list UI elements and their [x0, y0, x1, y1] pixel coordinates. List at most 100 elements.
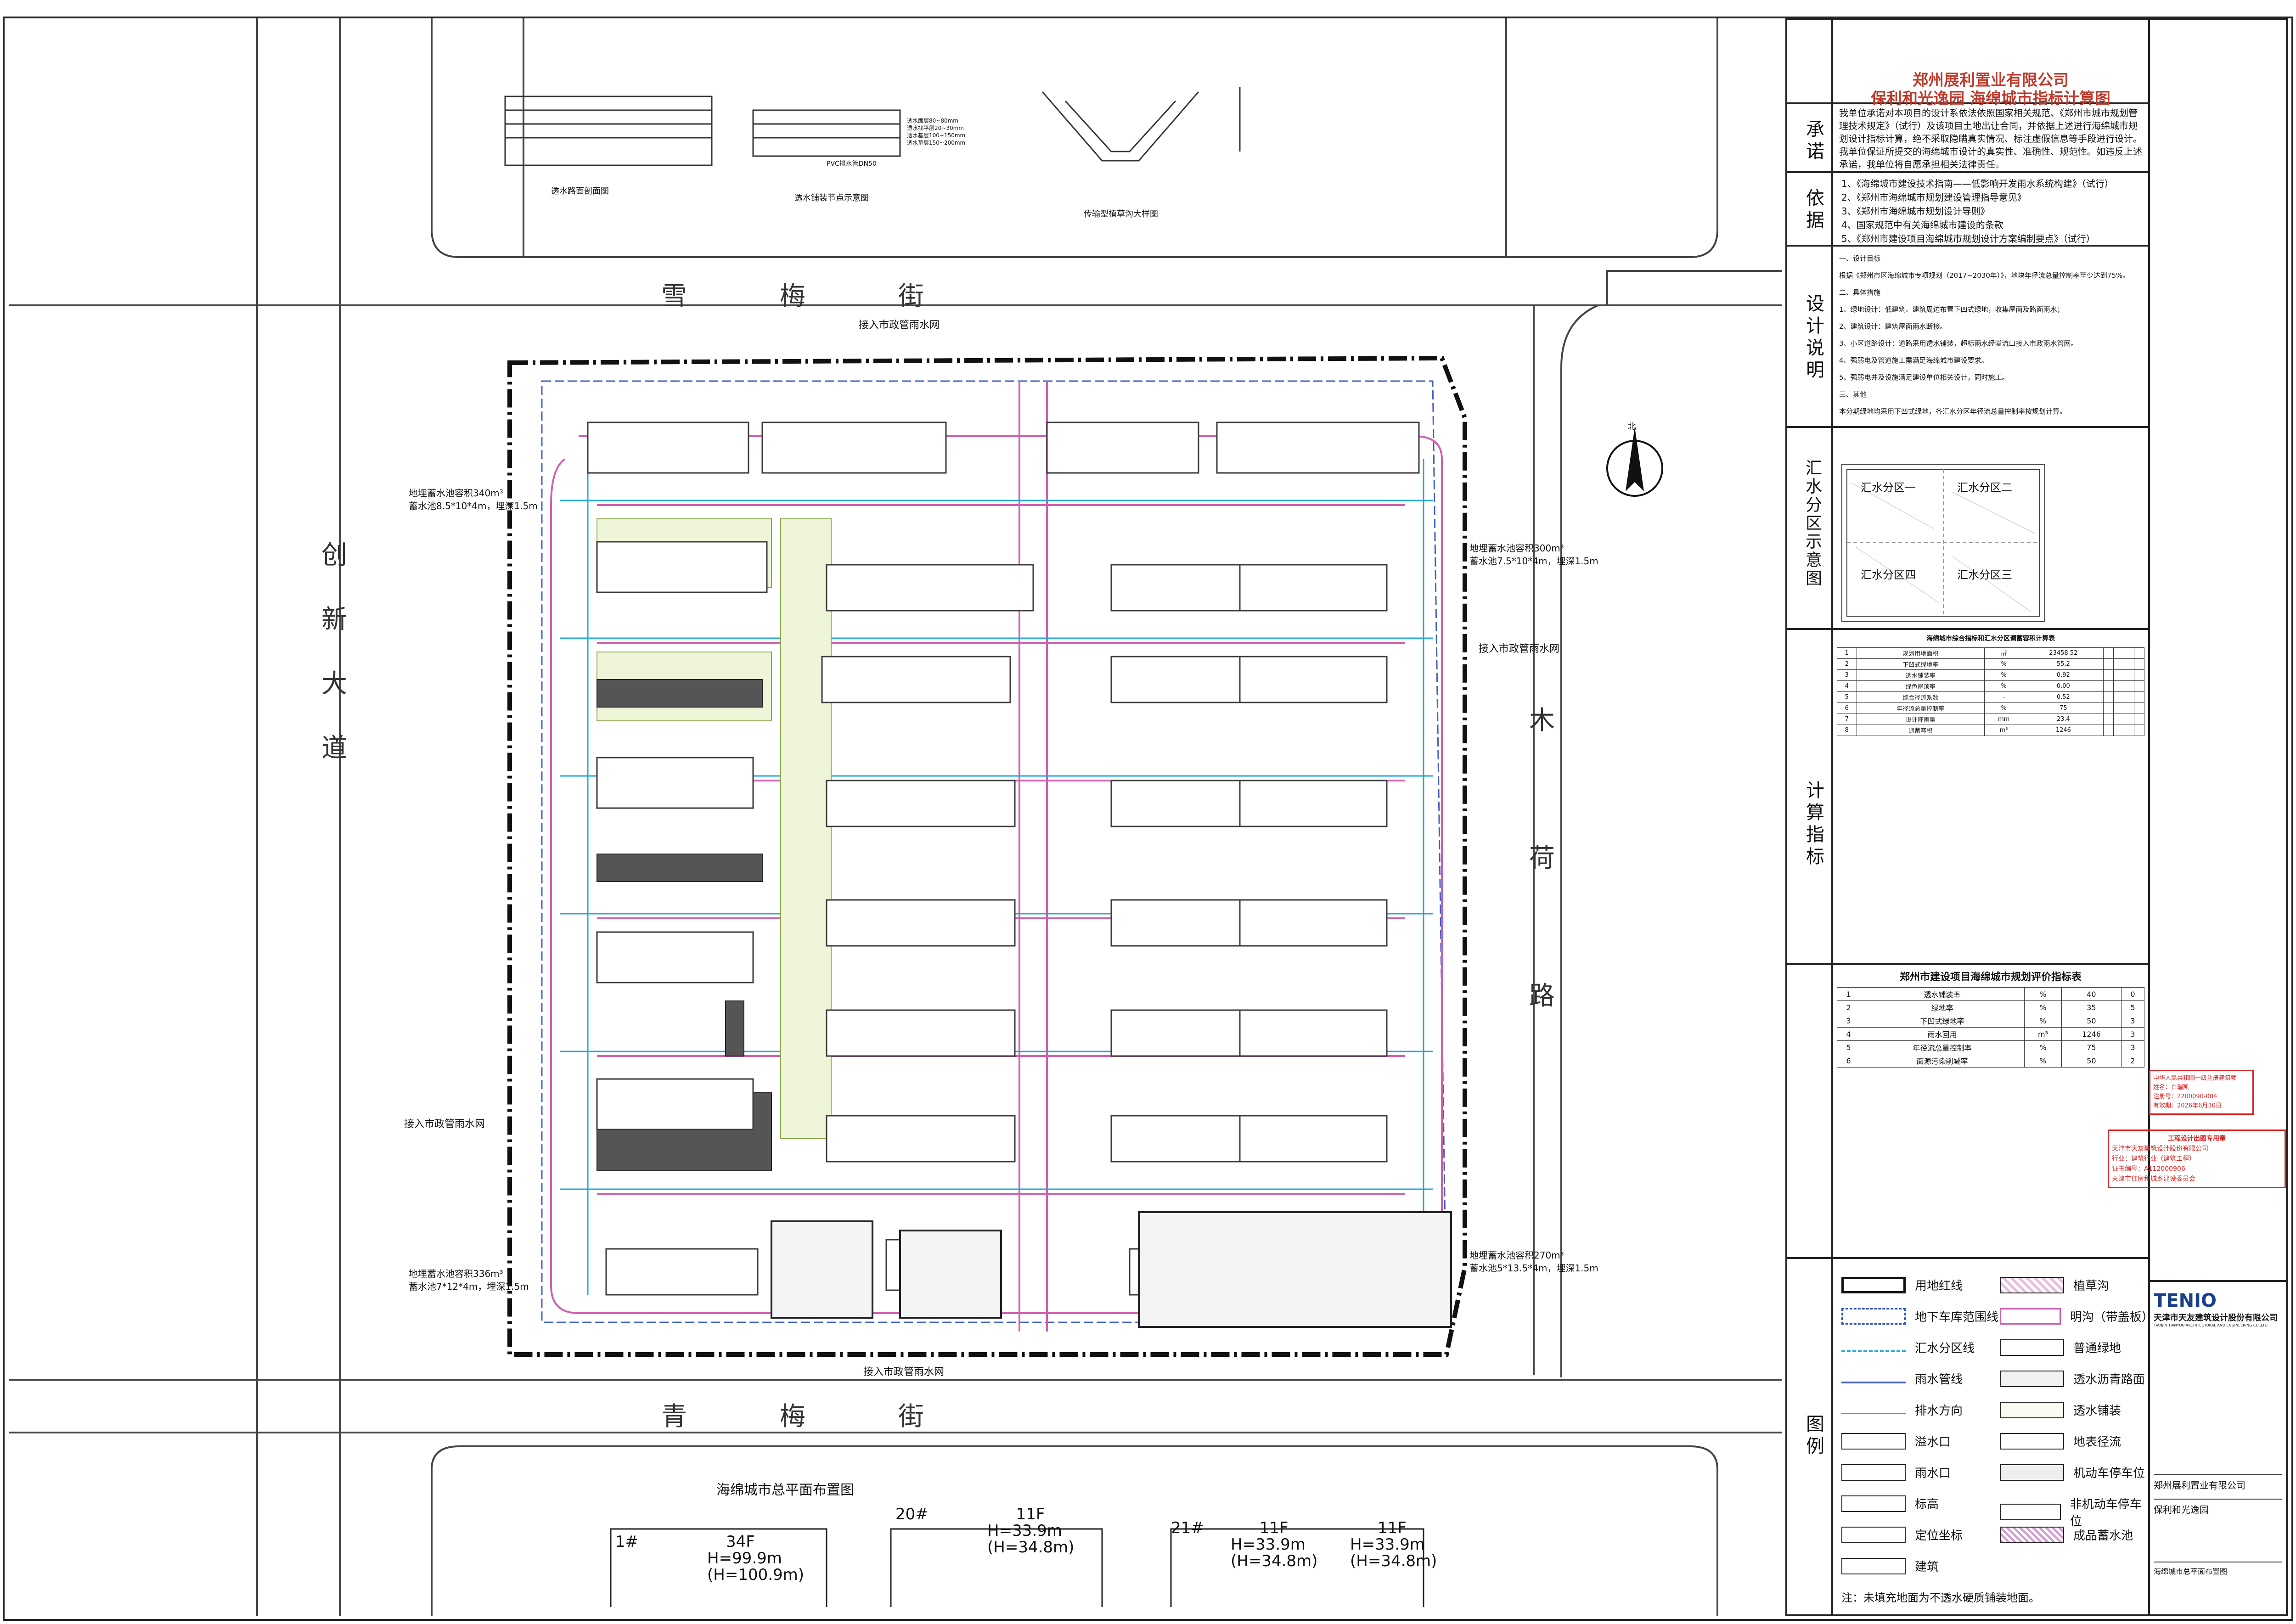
elevation-tag: 21#	[1171, 1519, 1204, 1537]
table-cell: 绿地率	[1860, 1000, 2025, 1014]
table-cell	[2133, 647, 2145, 659]
channel-icon	[2000, 1308, 2061, 1325]
elevation-height: H=33.9m	[1231, 1535, 1306, 1554]
layer-item: 透水基层100~150mm	[907, 132, 966, 139]
design-text: 一、设计目标 根据《郑州市区海绵城市专项规划（2017~2030年）》，地块年径…	[1839, 250, 2144, 420]
level-icon	[1841, 1495, 1906, 1512]
pvc-label: PVC排水管DN50	[827, 160, 877, 168]
table-cell: 年径流总量控制率	[1856, 702, 1985, 714]
table-cell	[2133, 702, 2145, 714]
table-cell: %	[2024, 1000, 2062, 1014]
legend-text: 透水沥青路面	[2073, 1373, 2145, 1387]
table-cell: 4	[1837, 680, 1857, 692]
swale-title: 传输型植草沟大样图	[1084, 209, 1158, 219]
table-cell: mm	[1984, 714, 2024, 725]
legend-item: 排水方向	[1841, 1401, 1963, 1418]
legend-item: 机动车停车位	[2000, 1464, 2145, 1481]
table-cell	[2123, 669, 2134, 681]
table-cell: 75	[2061, 1040, 2122, 1054]
table-cell: %	[1984, 680, 2024, 692]
design-label: 设计说明	[1803, 294, 1824, 382]
stamp-line: 中华人民共和国一级注册建筑师	[2153, 1075, 2237, 1082]
elevation-height-alt: (H=34.8m)	[1350, 1552, 1437, 1570]
table-cell: 透水铺装率	[1856, 669, 1985, 681]
table-cell: 5	[1837, 691, 1857, 703]
pipe-label: 接入市政管雨水网	[859, 320, 940, 331]
table-cell: 3	[1836, 1014, 1861, 1028]
table-cell: %	[2024, 1040, 2062, 1054]
street-north: 雪 梅 街	[661, 281, 938, 311]
tank-icon	[2000, 1526, 2064, 1543]
table-cell: 0.00	[2023, 680, 2104, 692]
table-cell: 2	[2121, 1054, 2145, 1068]
company-name: 郑州展利置业有限公司	[1913, 71, 2069, 90]
elevation-height-alt: (H=34.8m)	[1231, 1552, 1318, 1570]
table-cell	[2133, 691, 2145, 703]
elevation-21: 21# 11F H=33.9m (H=34.8m)	[1171, 1520, 1317, 1569]
table-cell: 1	[1836, 987, 1861, 1001]
legend-text: 溢水口	[1915, 1435, 1951, 1449]
design-line: 根据《郑州市区海绵城市专项规划（2017~2030年）》，地块年径流总量控制率至…	[1839, 271, 2130, 280]
stamp-line: 天津市天友建筑设计股份有限公司	[2112, 1145, 2208, 1152]
tank-size: 蓄水池5*13.5*4m，埋深1.5m	[1469, 1263, 1598, 1274]
table-cell: 3	[2121, 1040, 2145, 1054]
design-line: 二、具体措施	[1839, 288, 1881, 297]
table-cell: 50	[2061, 1054, 2122, 1068]
pipe-label: 接入市政管雨水网	[863, 1366, 945, 1378]
street-east-char: 木	[1529, 706, 1555, 736]
legend-text: 用地红线	[1915, 1279, 1963, 1293]
firm-logo: TENIO	[2154, 1290, 2217, 1311]
legend-text: 建筑	[1915, 1560, 1939, 1574]
legend-item: 成品蓄水池	[2000, 1526, 2133, 1543]
table-cell	[2113, 725, 2124, 736]
carpark-icon	[2000, 1464, 2064, 1481]
street-west-char: 新	[321, 605, 347, 635]
table-cell	[2123, 702, 2134, 714]
layer-item: 透水垫层150~200mm	[907, 140, 966, 146]
header-block: 郑州展利置业有限公司 保利和光逸园 海绵城市指标计算图	[1832, 71, 2149, 108]
elevation-floors: 11F	[1016, 1505, 1045, 1523]
legend-text: 标高	[1915, 1498, 1939, 1512]
table-cell	[2103, 714, 2114, 725]
table-cell: 6	[1836, 1054, 1861, 1068]
rainpipe-icon	[1841, 1381, 1906, 1383]
legend-note: 注：未填充地面为不透水硬质铺装地面。	[1841, 1591, 2040, 1604]
catchment-1: 汇水分区一	[1861, 481, 1916, 494]
eval-title: 郑州市建设项目海绵城市规划评价指标表	[1899, 972, 2082, 983]
legend-text: 雨水管线	[1915, 1373, 1963, 1387]
table-cell	[2123, 658, 2134, 670]
runoff-icon	[2000, 1433, 2064, 1450]
table-cell: 面源污染削减率	[1860, 1054, 2025, 1068]
table-cell: 调蓄容积	[1856, 725, 1985, 736]
table-cell: 3	[2121, 1014, 2145, 1028]
table-cell: 4	[1836, 1027, 1861, 1041]
layer-list: 透水面层80~80mm 透水找平层20~30mm 透水基层100~150mm 透…	[907, 117, 965, 146]
legend-text: 雨水口	[1915, 1467, 1951, 1480]
table-cell	[2133, 714, 2145, 725]
design-line: 1、绿地设计：低建筑、建筑周边布置下凹式绿地，收集屋面及路面雨水；	[1839, 305, 2064, 314]
firm-stamp: 工程设计出图专用章 天津市天友建筑设计股份有限公司 行业：建筑行业（建筑工程） …	[2108, 1129, 2286, 1188]
tank-name: 地埋蓄水池容积336m³	[409, 1268, 503, 1279]
permeable-road-title: 透水路面剖面图	[551, 186, 609, 196]
table-cell	[2113, 702, 2124, 714]
design-line: 一、设计目标	[1839, 254, 1881, 263]
architect-stamp: 中华人民共和国一级注册建筑师 姓名：白瑞凯 注册号：2200090-004 有效…	[2149, 1070, 2254, 1115]
layer-item: 透水找平层20~30mm	[907, 125, 964, 131]
table-cell: m³	[2024, 1027, 2062, 1041]
table-cell	[2133, 669, 2145, 681]
table-cell	[2103, 680, 2114, 692]
elevation-tag: 20#	[895, 1505, 929, 1523]
street-east: 木 荷 路	[1529, 652, 1555, 1065]
total-plan-title: 海绵城市总平面布置图	[716, 1482, 854, 1498]
catchment-diagram: 汇水分区一 汇水分区二 汇水分区四 汇水分区三	[1841, 464, 2045, 622]
inlet-icon	[1841, 1464, 1906, 1481]
table-cell: 1246	[2061, 1027, 2122, 1041]
